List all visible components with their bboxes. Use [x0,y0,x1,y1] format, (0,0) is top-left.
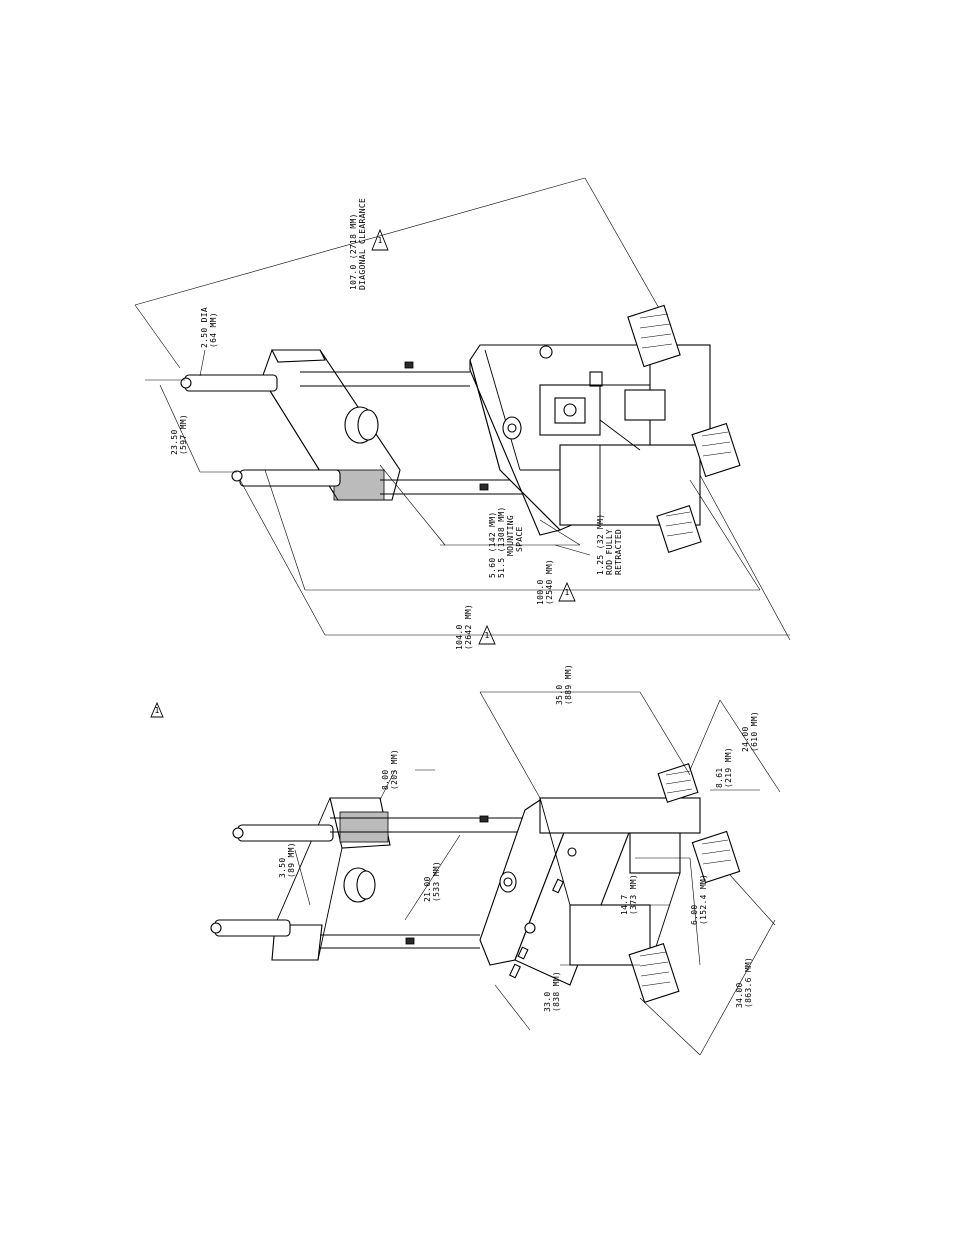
top-foot-1 [627,304,681,368]
svg-text:RETRACTED: RETRACTED [614,529,623,575]
height-104-label: 104.0 (2642 MM) [455,604,473,650]
svg-text:104.0: 104.0 [455,624,464,650]
svg-text:33.0: 33.0 [543,992,552,1012]
dim-600-label: 6.00 (152.4 MM) [690,874,708,925]
dim-800-label: 8.00 (203 MM) [381,749,399,790]
svg-text:34.00: 34.00 [735,982,744,1008]
svg-text:(889 MM): (889 MM) [564,664,573,705]
mounting-space-label: 5.60 (142 MM) 51.5 (1308 MM) MOUNTING SP… [488,506,524,578]
svg-text:(2642 MM): (2642 MM) [464,604,473,650]
svg-text:ROD FULLY: ROD FULLY [605,529,614,575]
svg-text:8.00: 8.00 [381,770,390,790]
note-triangle-104: 1 [478,624,496,645]
diagonal-clearance-label: 107.0 (2718 MM) DIAGONAL CLEARANCE [349,198,367,290]
rod-spacing-label: 23.50 (597 MM) [170,414,188,455]
svg-text:1: 1 [564,588,569,597]
note-triangle-100: 1 [558,581,576,602]
svg-text:(838 MM): (838 MM) [552,971,561,1012]
dim-350-label: 3.50 (89 MM) [278,842,296,878]
svg-text:51.5 (1308 MM): 51.5 (1308 MM) [497,506,506,578]
svg-text:(64 MM): (64 MM) [209,312,218,348]
note-triangle-diagonal: 1 [371,228,389,251]
svg-text:6.00: 6.00 [690,905,699,925]
dim-330-label: 33.0 (838 MM) [543,971,561,1012]
svg-text:(863.6 MM): (863.6 MM) [744,957,753,1008]
svg-text:(2540 MM): (2540 MM) [545,559,554,605]
depth-35-label: 35.0 (889 MM) [555,664,573,705]
svg-text:(152.4 MM): (152.4 MM) [699,874,708,925]
svg-text:3.50: 3.50 [278,858,287,878]
dim-861-label: 8.61 (219 MM) [715,747,733,788]
width-24-label: 24.00 (610 MM) [741,711,759,752]
svg-text:DIAGONAL CLEARANCE: DIAGONAL CLEARANCE [358,198,367,290]
svg-text:(597 MM): (597 MM) [179,414,188,455]
svg-text:(219 MM): (219 MM) [724,747,733,788]
svg-text:MOUNTING: MOUNTING [506,515,515,556]
svg-text:8.61: 8.61 [715,768,724,788]
bottom-view-machine [210,691,781,1056]
svg-text:(610 MM): (610 MM) [750,711,759,752]
svg-text:21.00: 21.00 [423,876,432,902]
svg-text:1: 1 [154,706,159,715]
height-100-label: 100.0 (2540 MM) [536,559,554,605]
svg-text:107.0 (2718 MM): 107.0 (2718 MM) [349,213,358,290]
dim-2100-label: 21.00 (533 MM) [423,861,441,902]
bottom-foot-3 [628,942,680,1004]
svg-text:(203 MM): (203 MM) [390,749,399,790]
svg-text:14.7: 14.7 [620,895,629,915]
svg-text:(373 MM): (373 MM) [629,874,638,915]
svg-text:SPACE: SPACE [515,526,524,552]
top-foot-2 [691,422,741,478]
svg-text:(533 MM): (533 MM) [432,861,441,902]
svg-text:2.50 DIA: 2.50 DIA [200,307,209,348]
svg-text:5.60 (142 MM): 5.60 (142 MM) [488,511,497,578]
top-foot-3 [656,504,702,554]
svg-text:23.50: 23.50 [170,429,179,455]
svg-text:1.25 (32 MM): 1.25 (32 MM) [596,514,605,575]
svg-text:35.0: 35.0 [555,685,564,705]
bottom-foot-2 [691,830,741,884]
rod-dia-label: 2.50 DIA (64 MM) [200,307,218,348]
svg-text:(89 MM): (89 MM) [287,842,296,878]
svg-text:1: 1 [484,631,489,640]
dim-147-label: 14.7 (373 MM) [620,874,638,915]
svg-text:24.00: 24.00 [741,726,750,752]
note-legend-triangle: 1 [150,701,164,718]
bottom-foot-1 [657,763,699,803]
top-view-machine [134,177,791,641]
svg-text:1: 1 [377,236,382,245]
dim-3400-label: 34.00 (863.6 MM) [735,957,753,1008]
svg-text:100.0: 100.0 [536,579,545,605]
rod-retracted-label: 1.25 (32 MM) ROD FULLY RETRACTED [596,514,623,575]
